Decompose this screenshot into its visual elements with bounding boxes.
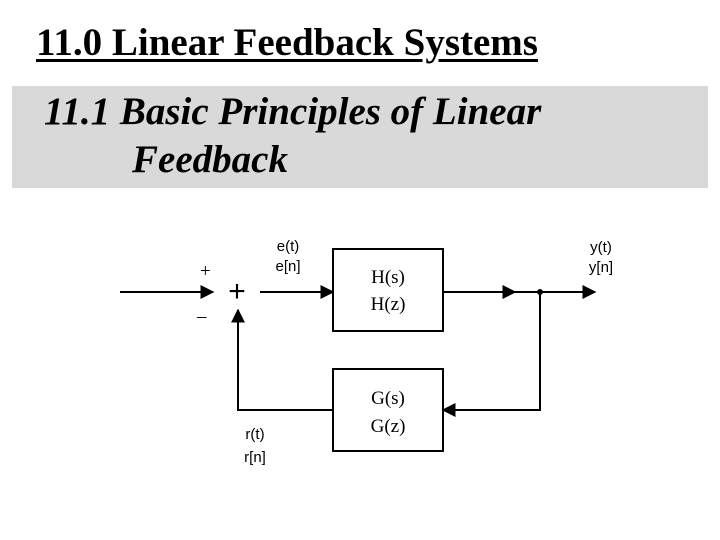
summing-junction: + (228, 275, 246, 308)
forward-block-discrete: H(z) (371, 294, 406, 315)
error-label-continuous: e(t) (277, 238, 300, 255)
feedback-return-arrow (231, 308, 333, 411)
feedback-block-continuous: G(s) (371, 388, 405, 409)
subtitle-line-1: 11.1 Basic Principles of Linear (44, 90, 542, 133)
output-label-continuous: y(t) (590, 239, 612, 256)
feedback-label-discrete: r[n] (244, 449, 266, 466)
subtitle-band: 11.1 Basic Principles of Linear Feedback (12, 86, 708, 188)
output-label-discrete: y[n] (589, 259, 613, 276)
page-title: 11.0 Linear Feedback Systems (36, 21, 538, 64)
forward-block-continuous: H(s) (371, 267, 405, 288)
feedback-input-arrow (441, 292, 541, 417)
plus-sign-label: + (200, 261, 211, 282)
minus-sign-label: – (196, 306, 207, 327)
forward-block (332, 248, 444, 332)
subtitle-line-2: Feedback (132, 138, 288, 181)
feedback-block-discrete: G(z) (371, 416, 406, 437)
error-label-discrete: e[n] (275, 258, 300, 275)
feedback-block (332, 368, 444, 452)
feedback-label-continuous: r(t) (245, 426, 264, 443)
